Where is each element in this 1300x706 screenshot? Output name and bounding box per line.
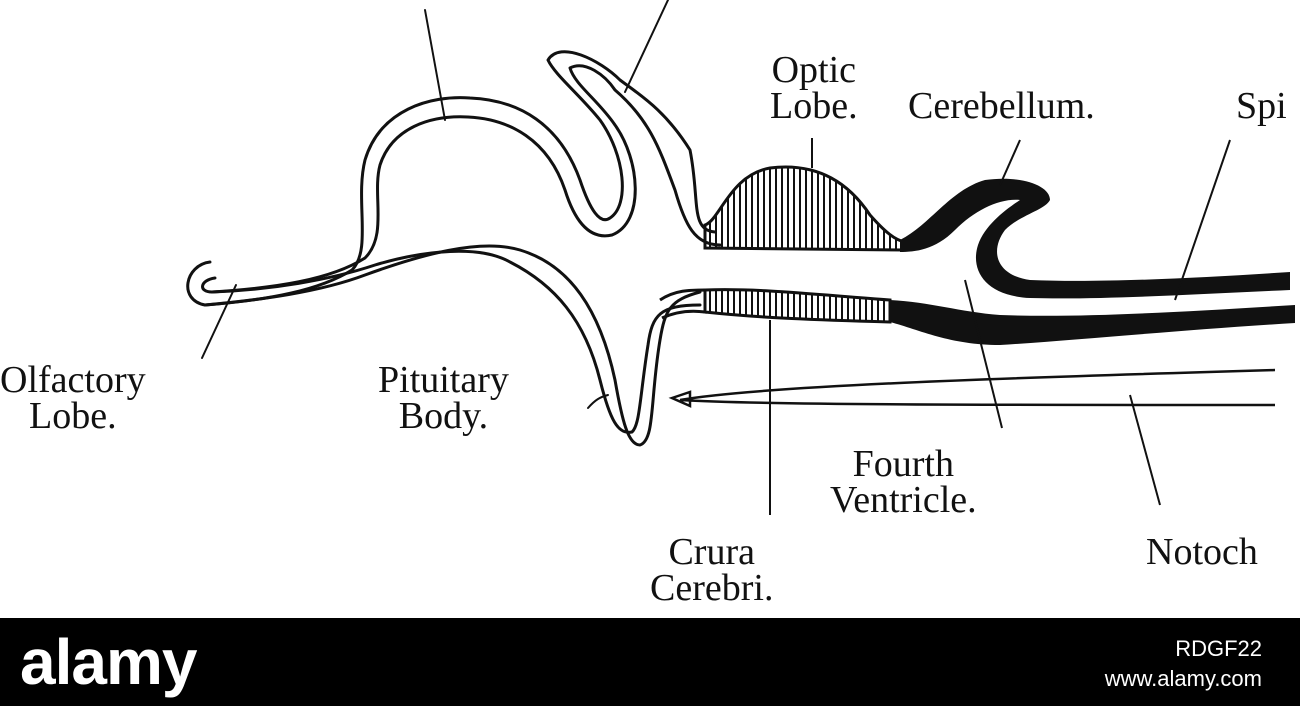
forebrain-outer-wall xyxy=(186,50,717,307)
crura-cerebri xyxy=(703,288,892,324)
crura-label-line2: Cerebri. xyxy=(650,567,774,609)
olfactory-label-line1: Olfactory xyxy=(0,359,146,401)
optic-lobe-label: Optic Lobe. xyxy=(770,49,858,127)
olfactory-lobe-label: Olfactory Lobe. xyxy=(0,359,146,437)
brain-section-drawing xyxy=(186,0,1295,515)
crura-label-line1: Crura xyxy=(668,531,755,573)
medulla-floor xyxy=(890,300,1295,345)
spinal-pointer xyxy=(1174,139,1231,301)
site-url: www.alamy.com xyxy=(1104,666,1262,691)
pituitary-body-label: Pituitary Body. xyxy=(378,359,509,437)
notochord-pointer xyxy=(1129,394,1161,506)
watermark-footer: alamy RDGF22 www.alamy.com xyxy=(0,618,1300,706)
notochord-label: Notoch xyxy=(1146,531,1258,573)
midbrain-floor-front xyxy=(659,288,707,320)
forebrain-pointer xyxy=(424,9,446,121)
optic-lobe xyxy=(703,165,907,252)
cerebellum-pointer xyxy=(999,139,1021,186)
olfactory-label-line2: Lobe. xyxy=(29,395,117,437)
ventricle-pointer xyxy=(964,279,1003,429)
optic-label-line1: Optic xyxy=(771,49,856,91)
fourth-ventricle-line2: Ventricle. xyxy=(830,479,977,521)
forebrain-inner-wall xyxy=(201,64,722,294)
image-id: RDGF22 xyxy=(1175,636,1262,661)
thalamus-pointer xyxy=(624,0,669,93)
brain-diagram: Optic Lobe. Cerebellum. Spi Olfactory Lo… xyxy=(0,0,1295,609)
pituitary-label-line1: Pituitary xyxy=(378,359,509,401)
floor-inner-wall xyxy=(210,249,702,434)
crura-cerebri-label: Crura Cerebri. xyxy=(650,531,774,609)
floor-outer-wall xyxy=(203,244,702,447)
pituitary-pointer xyxy=(587,394,609,409)
optic-label-line2: Lobe. xyxy=(770,85,858,127)
olfactory-pointer xyxy=(201,284,237,359)
fourth-ventricle-label: Fourth Ventricle. xyxy=(830,443,977,521)
cerebellum xyxy=(900,178,1290,299)
alamy-logo: alamy xyxy=(20,626,197,698)
pituitary-label-line2: Body. xyxy=(398,395,489,437)
notochord xyxy=(668,368,1276,408)
cerebellum-label: Cerebellum. xyxy=(908,85,1095,127)
spinal-cord-label: Spi xyxy=(1236,85,1287,127)
fourth-ventricle-line1: Fourth xyxy=(852,443,954,485)
